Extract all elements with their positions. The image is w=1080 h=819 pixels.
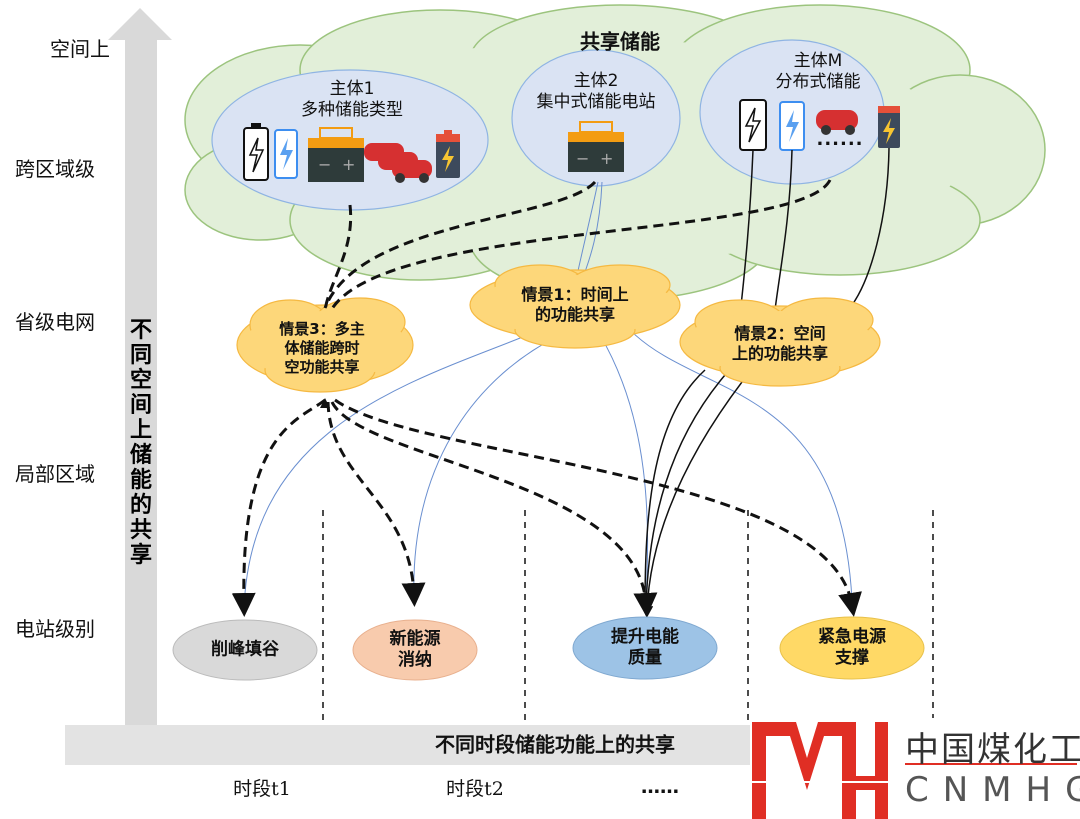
blue-connectors <box>240 181 856 614</box>
time-period-2: 时段t2 <box>446 778 504 801</box>
entity-m-ellipsis: ...... <box>816 128 864 150</box>
function-2-line2: 消纳 <box>398 650 432 670</box>
electric-car-icon <box>816 110 858 135</box>
time-separators <box>322 510 934 722</box>
scenario-3-label: 情景3：多主体储能跨时空功能共享 <box>279 320 364 376</box>
svg-text:−: − <box>576 149 589 168</box>
svg-text:+: + <box>600 149 613 168</box>
function-3-line1: 提升电能 <box>611 626 679 647</box>
dry-battery-icon <box>436 130 460 178</box>
function-ellipse-peak-shaving <box>172 619 318 681</box>
function-2-line1: 新能源 <box>389 628 441 649</box>
entity-2-desc: 集中式储能电站 <box>536 92 656 112</box>
level-label-local: 局部区域 <box>15 462 95 486</box>
battery-black-icon <box>243 123 269 181</box>
scenario-1-label: 情景1：时间上的功能共享 <box>521 285 628 325</box>
spatial-axis-label: 空间上 <box>50 37 110 61</box>
black-connectors <box>641 147 890 618</box>
logo-cn-text: 中国煤化工 <box>905 730 1080 770</box>
function-4-line1: 紧急电源 <box>818 626 886 647</box>
function-ellipse-quality <box>572 616 718 680</box>
logo-en-text: CNMHG <box>905 770 1080 810</box>
scenario-2-line1: 情景2：空间 <box>734 324 826 343</box>
function-ellipse-renewable <box>352 619 478 681</box>
function-renewable: 新能源消纳 <box>390 629 441 672</box>
dashed-connectors <box>231 179 862 617</box>
function-1-line1: 削峰填谷 <box>211 639 279 660</box>
horizontal-axis-label: 不同时段储能功能上的共享 <box>435 732 675 757</box>
entity-1-desc: 多种储能类型 <box>301 100 403 120</box>
svg-text:−: − <box>318 155 331 174</box>
function-ellipse-emergency <box>779 616 925 680</box>
dry-battery-icon <box>878 106 900 148</box>
function-peak-shaving: 削峰填谷 <box>211 639 279 660</box>
scenario-1-line2: 的功能共享 <box>534 305 616 324</box>
entity-2-ellipse <box>511 49 681 187</box>
shared-storage-title: 共享储能 <box>580 29 660 54</box>
battery-blue-icon <box>274 129 298 179</box>
level-label-cross-region: 跨区域级 <box>15 157 95 181</box>
battery-black-icon <box>739 99 767 151</box>
scenario-1-line1: 情景1：时间上 <box>521 285 629 304</box>
scenario-2-line2: 上的功能共享 <box>731 344 829 363</box>
function-4-line2: 支撑 <box>835 648 869 668</box>
svg-text:+: + <box>342 155 355 174</box>
storage-station-battery-icon: −+ <box>568 121 624 172</box>
entity-2-name: 主体2 <box>573 70 619 91</box>
electric-cars-icon <box>364 143 432 183</box>
entity-m-desc: 分布式储能 <box>775 72 861 92</box>
scenario-3-line2: 体储能跨时 <box>284 338 360 357</box>
vertical-axis-arrow <box>108 8 172 735</box>
function-quality: 提升电能质量 <box>611 627 679 670</box>
cnmhg-logo <box>750 718 1080 819</box>
entity-m-name: 主体M <box>793 50 843 71</box>
level-label-station: 电站级别 <box>15 617 95 641</box>
level-label-provincial: 省级电网 <box>15 310 95 334</box>
scenario-3-line3: 空功能共享 <box>284 357 360 376</box>
entity-1-name: 主体1 <box>329 78 375 99</box>
vertical-axis-label: 不同空间上储能的共享 <box>129 318 152 568</box>
battery-blue-icon <box>779 101 805 151</box>
time-period-more: …… <box>641 776 679 799</box>
function-emergency: 紧急电源支撑 <box>818 627 886 670</box>
scenario-2-label: 情景2：空间上的功能共享 <box>732 324 828 364</box>
function-3-line2: 质量 <box>628 648 662 668</box>
time-period-1: 时段t1 <box>233 778 291 801</box>
scenario-3-line1: 情景3：多主 <box>279 319 365 338</box>
car-battery-icon: −+ <box>308 127 364 182</box>
